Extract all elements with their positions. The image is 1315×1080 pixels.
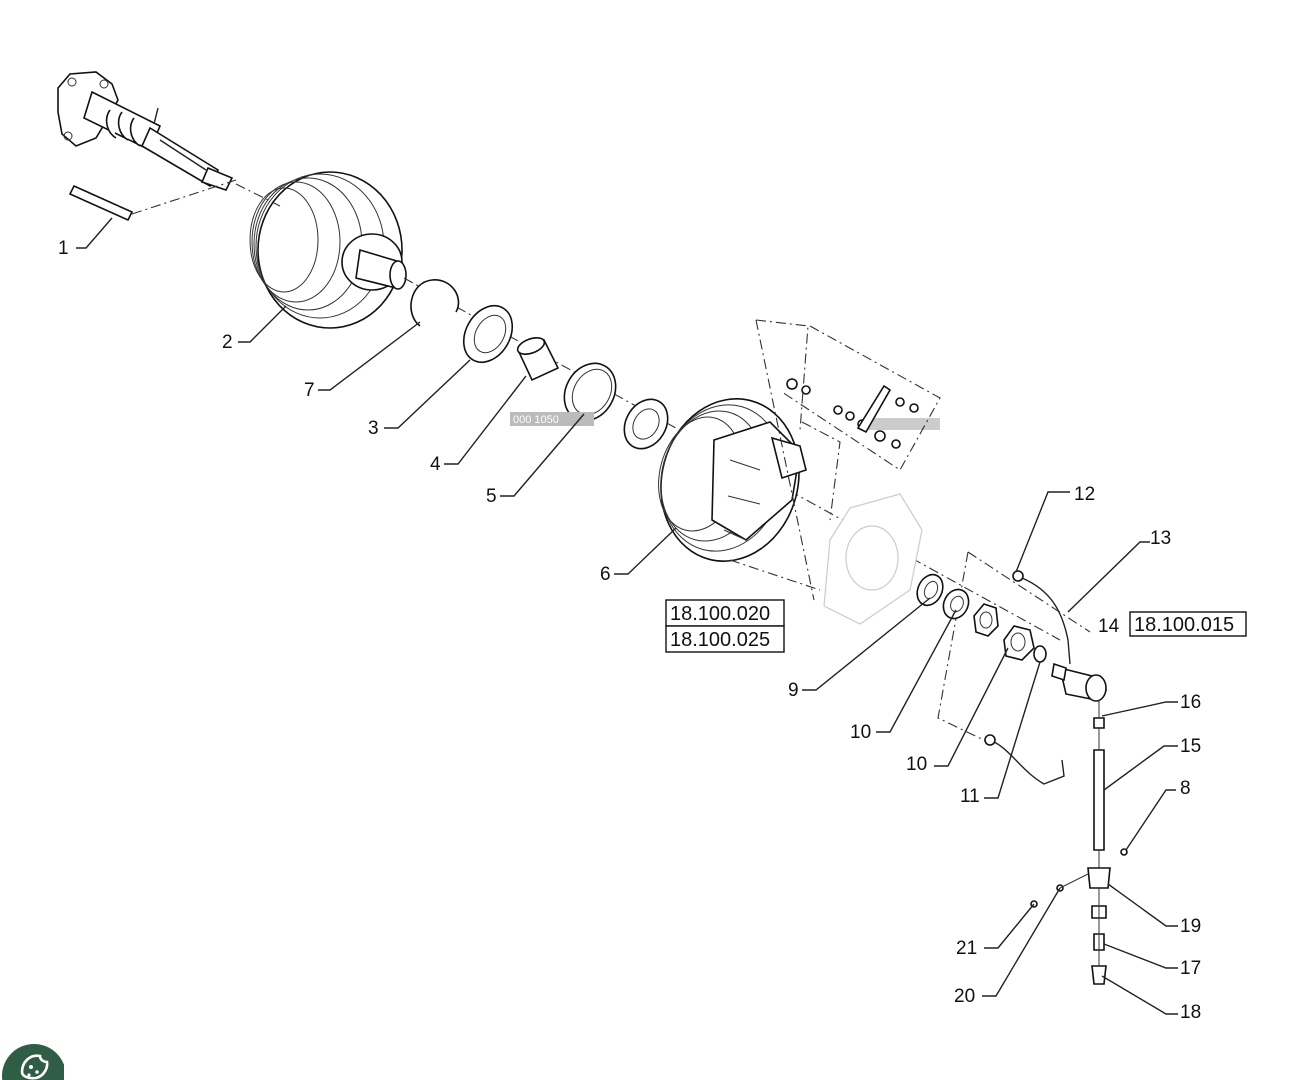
- ref-box-18-100-025[interactable]: 18.100.025: [665, 625, 785, 653]
- leader-lines: [76, 217, 1178, 1015]
- callout-9: 9: [788, 680, 799, 701]
- washer-part-10: [942, 588, 970, 620]
- callout-7: 7: [304, 380, 315, 401]
- ref-box-18-100-015[interactable]: 18.100.015: [1129, 611, 1247, 637]
- circlip-part-7: [410, 279, 460, 327]
- callout-19: 19: [1180, 916, 1201, 937]
- callout-16: 16: [1180, 692, 1201, 713]
- callout-10a: 10: [850, 722, 871, 743]
- cookie-icon[interactable]: [0, 1020, 64, 1080]
- watermark-box: [510, 412, 594, 426]
- callout-1: 1: [58, 238, 69, 259]
- bolt-set: [786, 378, 919, 449]
- watermark-text: 000 1050: [513, 414, 559, 426]
- spindle-shaft: [57, 71, 234, 191]
- callout-2: 2: [222, 332, 233, 353]
- callout-3: 3: [368, 418, 379, 439]
- callout-15: 15: [1180, 736, 1201, 757]
- washer-part-9: [916, 573, 944, 607]
- callout-4: 4: [430, 454, 441, 475]
- callout-12: 12: [1074, 484, 1095, 505]
- cable-part-13: [1021, 577, 1071, 665]
- ref-label-3: 18.100.015: [1134, 614, 1234, 636]
- ref-label-2: 18.100.025: [670, 629, 770, 651]
- nut-part-10: [973, 603, 999, 637]
- ref-box-18-100-020[interactable]: 18.100.020: [665, 599, 785, 627]
- cover-plate-faint: [823, 493, 923, 625]
- lower-hose: [989, 739, 1065, 785]
- assembly-boundary: [755, 319, 941, 601]
- callout-18: 18: [1180, 1002, 1201, 1023]
- callout-5: 5: [486, 486, 497, 507]
- bearing-small: [623, 398, 669, 450]
- spacer-part-4: [516, 337, 560, 382]
- callout-14: 14: [1098, 616, 1120, 637]
- callout-20: 20: [954, 986, 975, 1007]
- watermark-box-2: [868, 418, 940, 430]
- ring-part-5: [563, 362, 617, 422]
- ref-leader: [729, 559, 821, 591]
- pulley-part-2: [249, 171, 407, 329]
- key-part-1: [68, 184, 134, 222]
- sensor-part-14: [1051, 662, 1108, 702]
- sensor-boundary: [937, 551, 1091, 745]
- washer-part-11: [1033, 645, 1047, 663]
- nut-part-10b: [1003, 625, 1035, 661]
- callout-13: 13: [1150, 528, 1171, 549]
- callout-10b: 10: [906, 754, 927, 775]
- fitting-part-12: [1012, 570, 1024, 582]
- ref-label-1: 18.100.020: [670, 603, 770, 625]
- callout-11: 11: [960, 786, 980, 807]
- callout-6: 6: [600, 564, 611, 585]
- bearing-part-3: [462, 304, 514, 364]
- callout-21: 21: [956, 938, 977, 959]
- rod-assembly: [1030, 700, 1128, 985]
- callout-17: 17: [1180, 958, 1201, 979]
- callout-8: 8: [1180, 778, 1191, 799]
- hub-part-6: [658, 398, 807, 562]
- fitting-lower: [984, 734, 996, 746]
